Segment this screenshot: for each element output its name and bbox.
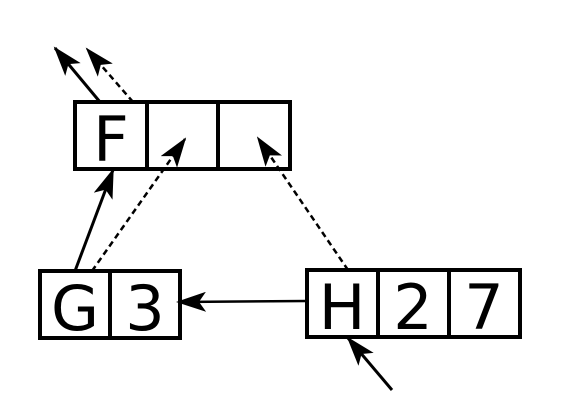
node-f: F [73, 100, 292, 176]
arrow-h-to-g [176, 291, 308, 312]
node-h-cell-value-2: 7 [464, 271, 503, 344]
node-f-box [73, 100, 292, 171]
node-g: G 3 [38, 269, 182, 345]
arrow-f-parent-solid [53, 46, 102, 103]
arrow-into-h [346, 336, 394, 391]
node-h-box [305, 268, 522, 339]
node-h-cell-value-1: 2 [393, 271, 432, 344]
arrow-g-to-f-solid [73, 168, 115, 272]
node-f-cell-label: F [93, 103, 129, 176]
node-g-cell-value: 3 [125, 272, 164, 345]
node-g-cell-label: G [51, 272, 99, 345]
node-h-cell-label: H [319, 271, 366, 344]
arrow-f-parent-dashed [85, 47, 134, 103]
arrow-h-to-f-dashed [256, 136, 350, 271]
arrow-g-to-f-dashed [90, 137, 187, 272]
node-h: H 2 7 [305, 268, 522, 344]
